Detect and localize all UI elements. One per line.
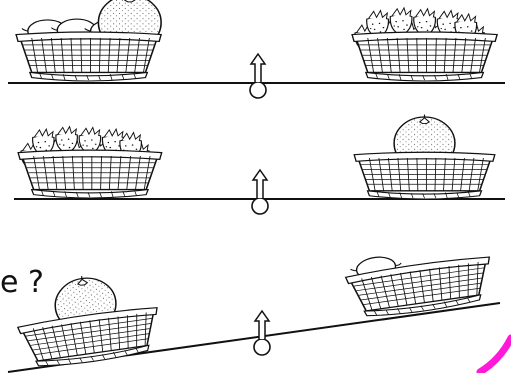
right-basket <box>353 113 496 200</box>
left-basket <box>17 127 163 199</box>
left-basket <box>15 0 162 82</box>
fulcrum-arrow-icon <box>249 53 267 99</box>
balance-row-3 <box>7 253 501 373</box>
question-text: e ? <box>0 265 44 300</box>
right-basket <box>351 8 498 82</box>
fulcrum-arrow-icon <box>253 310 271 356</box>
balance-row-1 <box>8 0 505 99</box>
balance-row-2 <box>14 113 505 215</box>
highlight-stroke <box>476 334 511 373</box>
right-basket <box>344 253 497 322</box>
fulcrum-arrow-icon <box>251 169 269 215</box>
